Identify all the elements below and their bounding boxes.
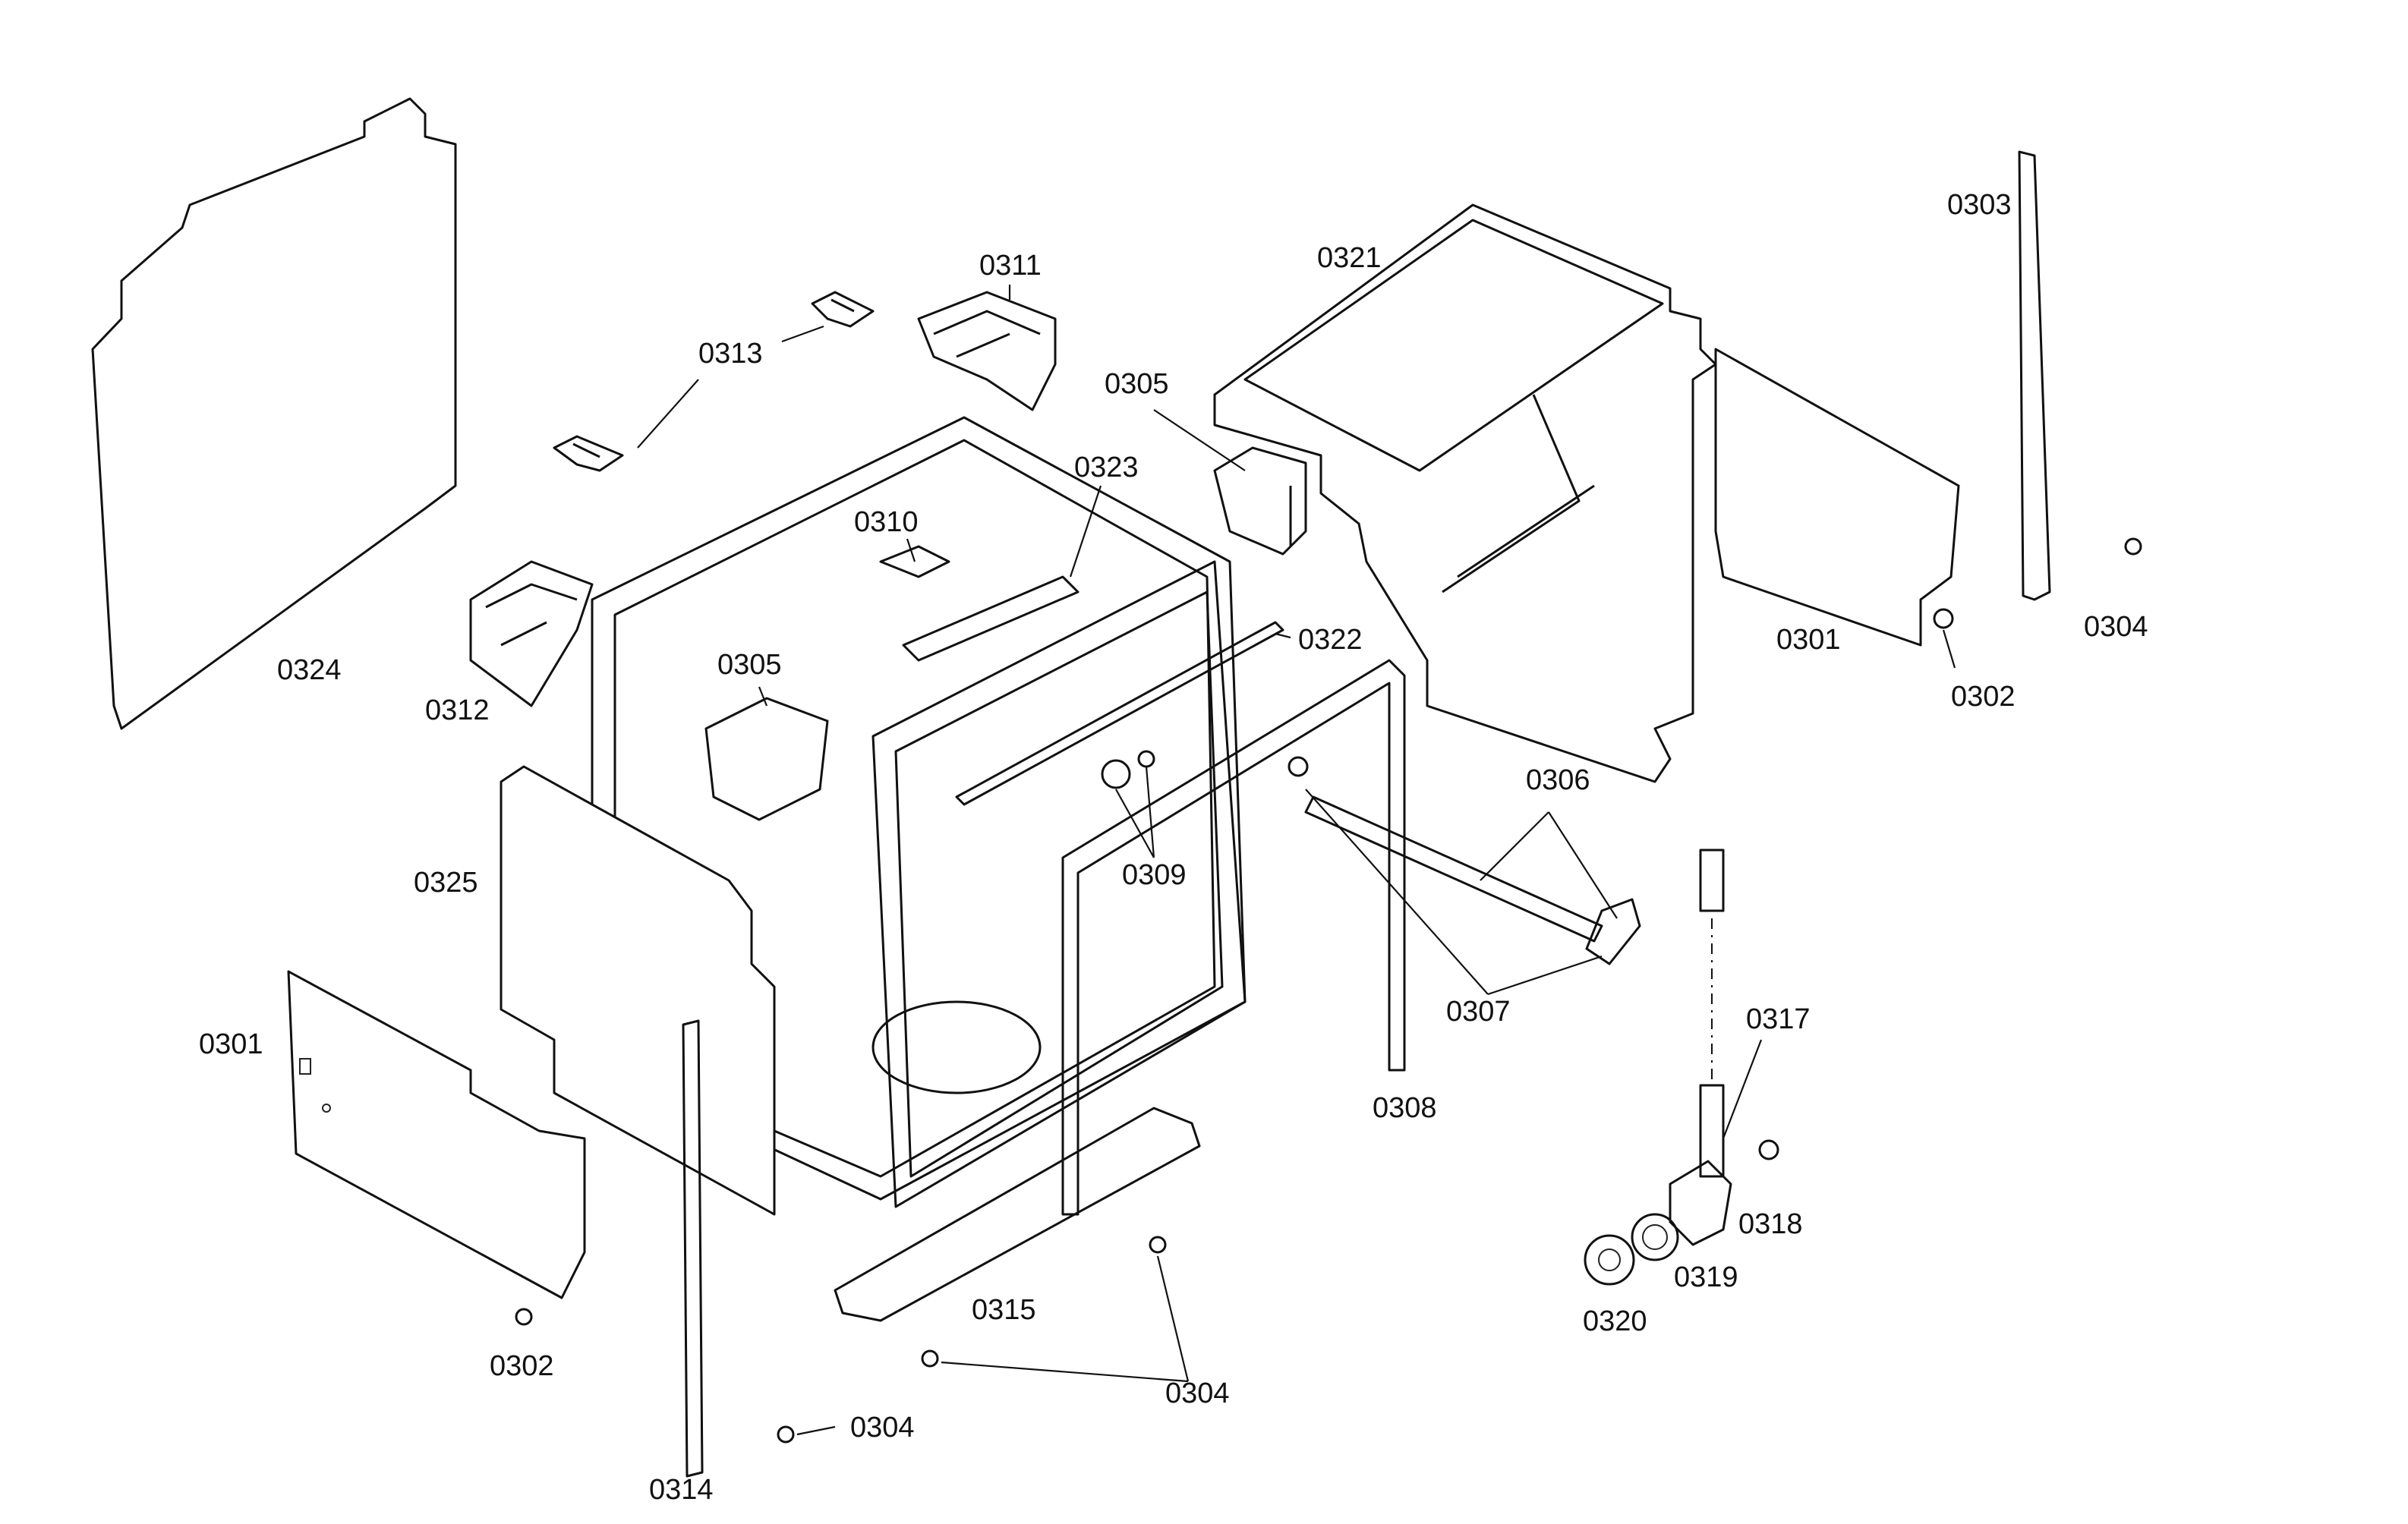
callout-0319: 0319 xyxy=(1674,1261,1738,1293)
callout-0317: 0317 xyxy=(1746,1003,1811,1035)
callout-0324: 0324 xyxy=(277,654,342,686)
part-0302-screw-left xyxy=(515,1308,533,1326)
callout-0318: 0318 xyxy=(1738,1208,1803,1240)
part-0321-brace xyxy=(1442,394,1595,594)
part-0315-toe-rail xyxy=(834,1107,1201,1322)
part-0307-clip xyxy=(1288,756,1309,777)
part-0319-ring-inner xyxy=(1642,1224,1668,1250)
callout-0305-upper: 0305 xyxy=(1105,368,1169,400)
part-0304-screw-a xyxy=(1149,1236,1167,1254)
leader-0323 xyxy=(1069,485,1102,578)
part-0320-cap-inner xyxy=(1598,1248,1621,1271)
part-0324-side-panel xyxy=(91,97,457,730)
callout-0311: 0311 xyxy=(979,250,1042,282)
callout-0309: 0309 xyxy=(1122,859,1187,891)
part-0301-panel-right xyxy=(1714,348,1960,647)
part-0304-screw-right xyxy=(2124,537,2142,556)
leader-0304-bottom xyxy=(941,1255,1190,1383)
leader-0307 xyxy=(1305,789,1603,996)
callout-0306: 0306 xyxy=(1526,764,1590,796)
part-0301-slot xyxy=(299,1058,311,1075)
callout-0315: 0315 xyxy=(972,1294,1036,1326)
callout-0302-left: 0302 xyxy=(490,1350,554,1382)
part-0301-panel-left xyxy=(287,970,586,1299)
leader-0306 xyxy=(1480,811,1618,919)
callout-0308: 0308 xyxy=(1373,1092,1437,1124)
part-0320-cap xyxy=(1584,1234,1635,1286)
callout-0305-lower: 0305 xyxy=(717,649,782,681)
part-0318-hinge-body xyxy=(1669,1160,1732,1246)
part-0307-end-cap xyxy=(1585,898,1641,965)
leader-0310 xyxy=(906,538,916,562)
leader-0313-upper xyxy=(781,325,824,343)
part-0318-screw xyxy=(1758,1139,1779,1160)
part-0309-washer xyxy=(1101,759,1131,789)
leader-0313-lower xyxy=(637,379,699,449)
callout-0301-left: 0301 xyxy=(199,1028,263,1060)
callout-0310: 0310 xyxy=(854,506,919,538)
part-0304-screw-b xyxy=(921,1349,939,1368)
part-0303-strip xyxy=(2018,150,2051,601)
callout-0302-right: 0302 xyxy=(1951,681,2016,713)
part-0314-strip xyxy=(682,1019,704,1478)
part-0325-side-panel xyxy=(500,765,776,1216)
part-0319-ring xyxy=(1631,1213,1679,1261)
part-0323-top-strip xyxy=(902,575,1080,662)
leader-0305-lower xyxy=(758,686,768,707)
part-tub-sump xyxy=(871,1000,1042,1094)
part-0305-bracket-upper xyxy=(1213,446,1307,556)
callout-0301-right: 0301 xyxy=(1776,624,1841,656)
part-0322-gasket xyxy=(955,621,1284,806)
callout-0320: 0320 xyxy=(1583,1305,1647,1337)
callout-0312: 0312 xyxy=(425,694,490,726)
part-0321-top-face xyxy=(1243,219,1664,472)
callout-0313: 0313 xyxy=(698,338,763,370)
callout-0307: 0307 xyxy=(1446,996,1511,1028)
part-0317-spring-top xyxy=(1699,849,1725,912)
part-0301-hole xyxy=(322,1104,331,1113)
callout-0303: 0303 xyxy=(1947,189,2012,221)
callout-0304-bottom: 0304 xyxy=(1165,1378,1230,1409)
part-0306-rail xyxy=(1304,795,1603,943)
leader-0304-lower-left xyxy=(796,1425,836,1436)
part-0304-screw-c xyxy=(777,1425,795,1444)
callout-0321: 0321 xyxy=(1317,242,1382,274)
callout-0322: 0322 xyxy=(1298,624,1363,656)
part-0302-screw-right xyxy=(1933,608,1954,629)
callout-0304-lower-left: 0304 xyxy=(850,1412,915,1444)
part-0312-hinge-block xyxy=(469,560,594,707)
part-0313-bracket-lower xyxy=(553,435,624,472)
part-0308-door-seal xyxy=(1061,659,1406,1216)
leader-0305-upper xyxy=(1153,409,1246,471)
part-tub-door-frame xyxy=(871,560,1247,1208)
leader-0317 xyxy=(1722,1039,1763,1139)
leader-0309 xyxy=(1115,766,1155,858)
callout-0314: 0314 xyxy=(649,1474,714,1506)
callout-0325: 0325 xyxy=(414,867,478,899)
part-0311-hinge-block xyxy=(917,291,1057,411)
part-0321-top-cover xyxy=(1213,203,1717,783)
leader-0322 xyxy=(1275,632,1291,639)
part-0313-bracket-upper xyxy=(811,291,875,328)
part-0305-bracket-lower xyxy=(704,697,829,821)
callout-0323: 0323 xyxy=(1074,452,1139,483)
part-0310-clip xyxy=(879,545,950,578)
callout-0304-right: 0304 xyxy=(2084,611,2148,643)
leader-0302-right xyxy=(1942,629,1956,669)
